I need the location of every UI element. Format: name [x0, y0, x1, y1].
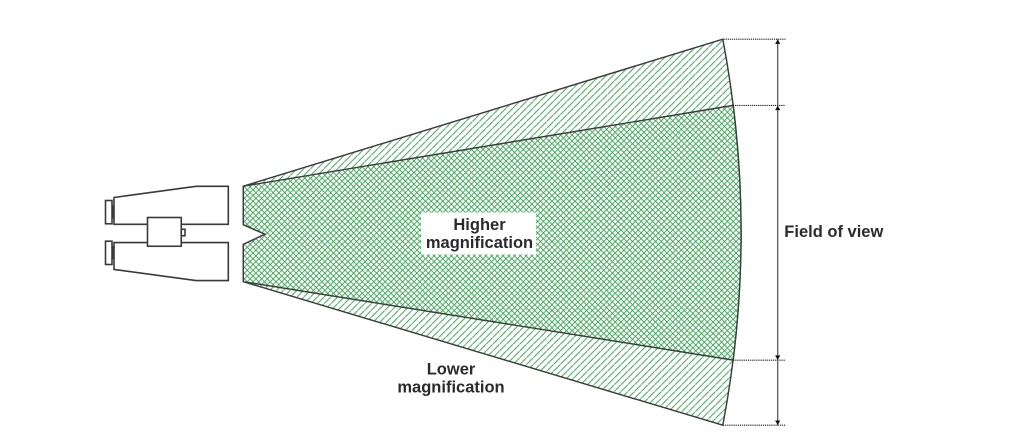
svg-text:Higher: Higher	[453, 216, 506, 234]
svg-text:magnification: magnification	[397, 378, 504, 396]
svg-text:Field of view: Field of view	[784, 223, 883, 241]
svg-text:magnification: magnification	[426, 234, 533, 252]
svg-text:Lower: Lower	[427, 361, 476, 379]
